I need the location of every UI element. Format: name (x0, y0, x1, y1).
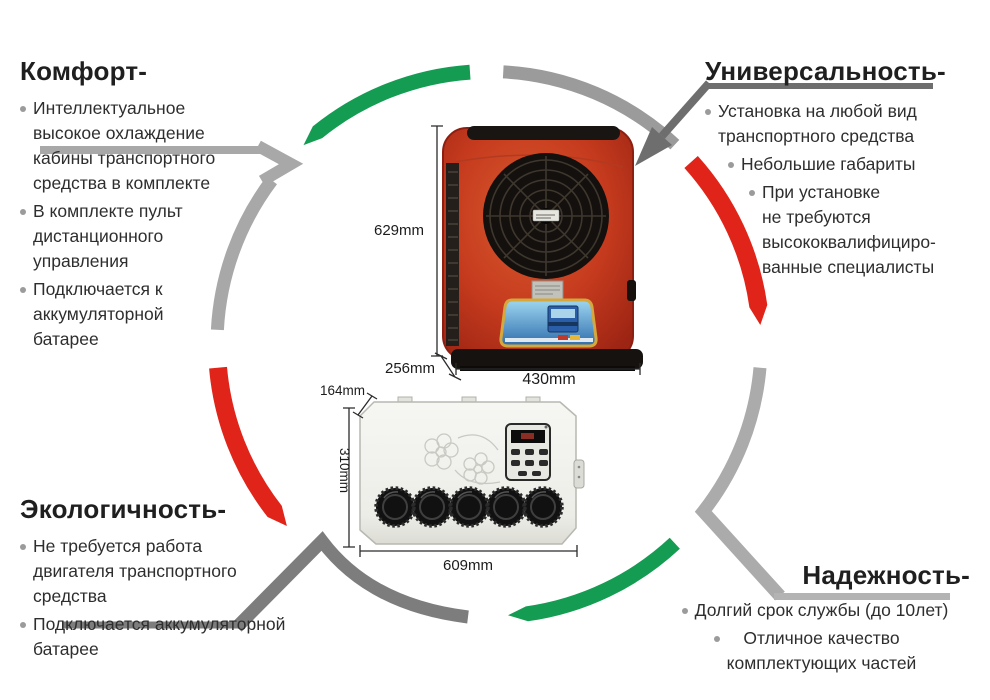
dim-condenser-width: 430mm (522, 371, 576, 388)
bullet-dot-icon (681, 608, 688, 614)
arc-red-right (684, 156, 768, 325)
flower-pattern (424, 433, 501, 485)
section-reliability: Надежность- (645, 560, 970, 591)
dim-evaporator-width: 609mm (442, 557, 494, 574)
section-title-versatility: Универсальность- (705, 56, 946, 86)
versatility-pointer (635, 80, 933, 166)
section-reliability-bullets: Долгий срок службы (до 10лет) Отличное к… (650, 598, 980, 676)
reliability-pointer (694, 367, 950, 601)
bullet-dot-icon (705, 109, 711, 115)
truck-sticker (499, 298, 598, 348)
bullet-dot-icon (20, 622, 26, 628)
comfort-pointer (40, 140, 304, 331)
dim-condenser-depth: 256mm (385, 360, 436, 377)
bullet-dot-icon (20, 287, 26, 293)
dimension-lines (343, 125, 641, 557)
dim-condenser-height: 629mm (374, 222, 425, 239)
bullet-dot-icon (20, 209, 26, 215)
section-title-reliability: Надежность- (802, 560, 970, 590)
arc-red-left (209, 366, 287, 526)
air-vents (374, 486, 564, 528)
fan-icon (483, 153, 609, 279)
dim-evaporator-height: 310mm (337, 448, 352, 494)
bullet-dot-icon (20, 544, 26, 550)
section-title-comfort: Комфорт- (20, 56, 148, 86)
arc-green-top (303, 64, 471, 146)
section-title-eco: Экологичность- (20, 494, 227, 524)
bullet-dot-icon (749, 190, 755, 196)
arc-green-bottom (508, 537, 680, 622)
bullet-dot-icon (728, 162, 734, 168)
condenser-unit-image (442, 126, 643, 371)
bullet-dot-icon (713, 636, 720, 642)
control-panel (505, 423, 551, 481)
dim-evaporator-depth: 164mm (320, 383, 366, 398)
evaporator-unit-image (359, 396, 585, 545)
feature-item: Небольшие габариты (728, 152, 970, 177)
eco-pointer (62, 531, 469, 632)
feature-item: Долгий срок службы (до 10лет) (650, 598, 980, 623)
bullet-dot-icon (20, 106, 26, 112)
